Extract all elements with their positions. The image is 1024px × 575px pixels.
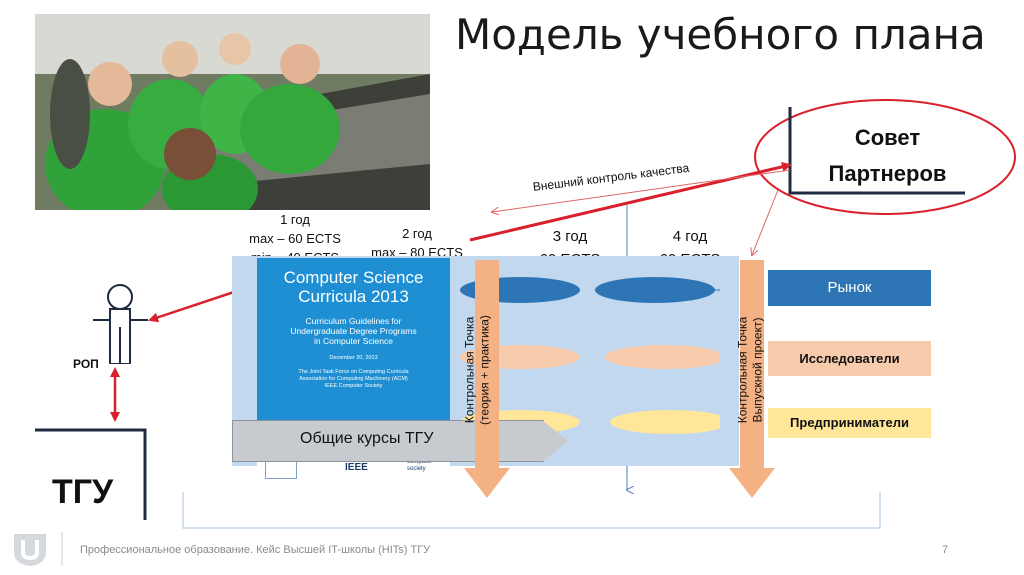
acm-logo-icon	[265, 461, 297, 479]
checkpoint1-line1: Контрольная Точка	[462, 316, 477, 424]
book-subtitle-line1: Curriculum Guidelines for	[305, 316, 402, 326]
computer-society-line2: society	[407, 466, 426, 472]
entrepreneur-ellipse-year4	[610, 410, 720, 434]
track-researchers: Исследователи	[768, 341, 931, 376]
students-photo-art	[35, 14, 430, 210]
general-courses-label: Общие курсы ТГУ	[300, 430, 434, 447]
tgu-frame	[35, 428, 147, 520]
council-ellipse	[754, 99, 1016, 215]
computer-society-line1: computer	[407, 459, 433, 465]
ieee-logo: IEEE	[345, 462, 368, 473]
checkpoint2-line2: Выпускной проект)	[750, 317, 765, 423]
council-label-line2: Партнеров	[828, 161, 947, 186]
cs-curricula-book: Computer Science Curricula 2013 Curricul…	[257, 258, 450, 423]
university-logo-icon	[14, 534, 46, 566]
external-control-arrow	[492, 169, 791, 212]
track-market: Рынок	[768, 270, 931, 306]
book-credit-line2: Association for Computing Machinery (ACM…	[299, 376, 408, 382]
year1-line2: max – 60 ECTS	[249, 231, 341, 246]
computer-society-logo: computer society	[407, 459, 432, 473]
checkpoint1-label: Контрольная Точка (теория + практика)	[463, 288, 493, 453]
students-photo	[35, 14, 430, 210]
tgu-label: ТГУ	[52, 473, 114, 511]
book-subtitle-line3: in Computer Science	[314, 336, 393, 346]
rop-person-icon	[93, 284, 148, 364]
year1-line1: 1 год	[280, 212, 310, 227]
checkpoint2-label: Контрольная Точка Выпускной проект)	[736, 288, 766, 453]
footer-text: Профессиональное образование. Кейс Высше…	[80, 544, 431, 556]
checkpoint2-arrow	[729, 260, 775, 498]
checkpoint2-line1: Контрольная Точка	[735, 316, 750, 424]
checkpoint1-line2: (теория + практика)	[477, 315, 492, 425]
book-date: December 20, 2013	[329, 355, 378, 361]
council-label-line1: Совет	[854, 125, 921, 150]
research-ellipse-year4	[605, 345, 720, 369]
book-subtitle-line2: Undergraduate Degree Programs	[290, 326, 417, 336]
slide-title: Модель учебного плана	[455, 10, 986, 59]
page-number: 7	[942, 544, 949, 556]
bottom-bracket	[182, 492, 881, 529]
book-title-line1: Computer Science	[283, 268, 424, 287]
year2-line1: 2 год	[402, 226, 432, 241]
book-credit-line1: The Joint Task Force on Computing Curric…	[298, 369, 409, 375]
book-credit-line3: IEEE Computer Society	[324, 383, 383, 389]
book-title-line2: Curricula 2013	[298, 287, 409, 306]
track-entrepreneurs: Предприниматели	[768, 408, 931, 438]
year3-line1: 3 год	[552, 228, 588, 245]
market-ellipse-year4	[595, 277, 715, 303]
council-to-checkpoint-arrow	[752, 189, 779, 255]
general-courses-banner-tip	[542, 420, 568, 462]
council-label: Совет Партнеров	[805, 120, 970, 192]
checkpoint1-arrow	[464, 260, 510, 498]
year4-line1: 4 год	[672, 228, 708, 245]
rop-label: РОП	[73, 357, 99, 371]
